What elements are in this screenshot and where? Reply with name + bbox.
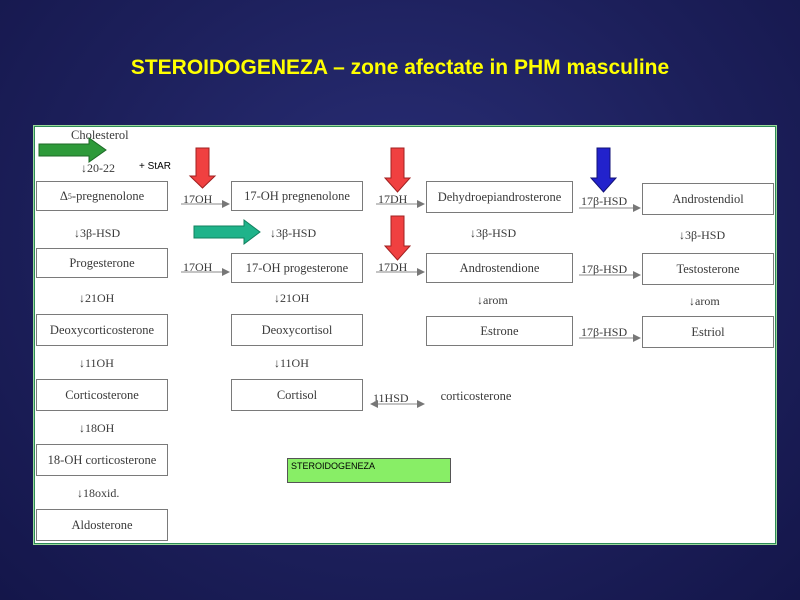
corticosterone-node: Corticosterone [36,379,168,411]
delta-superscript: 5 [67,191,72,201]
link-17oh-b: 17OH [183,260,213,274]
step-18oxid: ↓18oxid. [77,486,120,500]
progesterone-node: Progesterone [36,248,168,278]
step-18oh: ↓18OH [79,421,115,435]
step-3bhsd-1: ↓3β-HSD [74,226,121,240]
step-20-22-label: ↓20-22 [81,161,115,175]
step-arom-1: ↓arom [477,293,508,307]
deoxycortisol-node: Deoxycortisol [231,314,363,346]
step-arom-2: ↓arom [689,294,720,308]
dhea-node: Dehydroepiandrosterone [426,181,573,213]
down-arrow-icon: ↓ [77,486,83,500]
link-17oh-a: 17OH [183,192,213,206]
blue-arrow-marker [589,147,618,193]
androstendiol-node: Androstendiol [642,183,774,215]
cholesterol-label: Cholesterol [71,128,129,142]
link-17bhsd-b: 17β-HSD [581,262,628,276]
deoxycorticosterone-node: Deoxycorticosterone [36,314,168,346]
down-arrow-icon: ↓ [477,293,483,307]
down-arrow-icon: ↓ [679,228,685,242]
page-title: STEROIDOGENEZA – zone afectate in PHM ma… [130,56,670,79]
step-3bhsd-2: ↓3β-HSD [270,226,317,240]
corticosterone-node-right: corticosterone [426,381,526,411]
step-3bhsd-3: ↓3β-HSD [470,226,517,240]
step-21oh-1: ↓21OH [79,291,115,305]
androstendione-node: Androstendione [426,253,573,283]
link-17dh-b: 17DH [378,260,408,274]
red-arrow-marker-2 [383,147,412,193]
estrone-node: Estrone [426,316,573,346]
link-17bhsd-c: 17β-HSD [581,325,628,339]
green-arrow-marker [38,137,107,163]
aldosterone-node: Aldosterone [36,509,168,541]
link-17dh-a: 17DH [378,192,408,206]
down-arrow-icon: ↓ [270,226,276,240]
estriol-node: Estriol [642,316,774,348]
step-3bhsd-4: ↓3β-HSD [679,228,726,242]
down-arrow-icon: ↓ [81,161,87,175]
step-11oh-1: ↓11OH [79,356,114,370]
cortisol-node: Cortisol [231,379,363,411]
red-arrow-marker-3 [383,215,412,261]
17oh-pregnenolone-node: 17-OH pregnenolone [231,181,363,211]
red-arrow-marker-1 [188,147,217,189]
down-arrow-icon: ↓ [274,291,280,305]
star-label: + StAR [139,161,171,172]
testosterone-node: Testosterone [642,253,774,285]
delta-symbol: Δ [59,188,68,203]
17oh-progesterone-node: 17-OH progesterone [231,253,363,283]
down-arrow-icon: ↓ [79,421,85,435]
down-arrow-icon: ↓ [79,356,85,370]
link-17bhsd-a: 17β-HSD [581,194,628,208]
down-arrow-icon: ↓ [74,226,80,240]
step-11oh-2: ↓11OH [274,356,309,370]
18oh-corticosterone-node: 18-OH corticosterone [36,444,168,476]
down-arrow-icon: ↓ [470,226,476,240]
pregnenolone-label: -pregnenolone [71,188,145,203]
step-21oh-2: ↓21OH [274,291,310,305]
teal-arrow-marker [193,219,261,245]
down-arrow-icon: ↓ [79,291,85,305]
connector-layer [38,137,641,408]
down-arrow-icon: ↓ [274,356,280,370]
legend-box: STEROIDOGENEZA [287,458,451,483]
down-arrow-icon: ↓ [689,294,695,308]
